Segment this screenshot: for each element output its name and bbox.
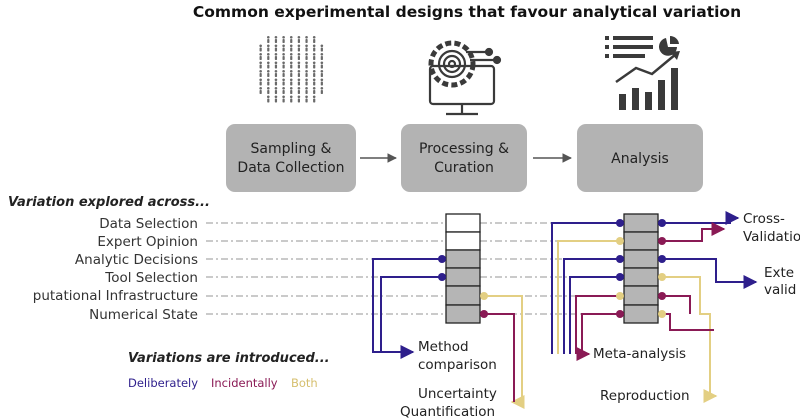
external-validation-links bbox=[662, 258, 758, 289]
stage-processing-line1: Processing & bbox=[419, 141, 509, 157]
row-label-analytic-decisions: Analytic Decisions bbox=[75, 252, 198, 268]
outcome-method-comparison-line2: comparison bbox=[418, 357, 497, 373]
variation-row-labels: Data Selection Expert Opinion Analytic D… bbox=[33, 216, 198, 323]
stage-analysis: Analysis bbox=[577, 124, 703, 192]
processing-variation-column bbox=[445, 213, 481, 324]
outcome-cross-validation-line2: Validatio bbox=[743, 229, 800, 245]
legend: Variations are introduced... Deliberatel… bbox=[128, 351, 330, 390]
right-column-left-nodes bbox=[616, 219, 624, 318]
stage-analysis-label: Analysis bbox=[611, 151, 669, 167]
diagram-title: Common experimental designs that favour … bbox=[193, 3, 741, 21]
legend-both: Both bbox=[291, 376, 318, 390]
legend-deliberately: Deliberately bbox=[128, 376, 198, 390]
analytics-chart-icon bbox=[605, 35, 680, 110]
reproduction-links bbox=[662, 276, 718, 403]
uncertainty-links bbox=[484, 295, 525, 409]
stage-sampling-line1: Sampling & bbox=[251, 141, 332, 157]
stage-processing: Processing & Curation bbox=[401, 124, 527, 192]
row-label-expert-opinion: Expert Opinion bbox=[97, 234, 198, 250]
stage-sampling-line2: Data Collection bbox=[237, 160, 344, 176]
outcome-meta-analysis: Meta-analysis bbox=[593, 346, 686, 362]
row-label-computational-infrastructure: putational Infrastructure bbox=[33, 288, 198, 304]
row-label-numerical-state: Numerical State bbox=[89, 307, 198, 323]
outcome-cross-validation-line1: Cross- bbox=[743, 211, 785, 227]
node-tool-selection-left bbox=[438, 273, 446, 281]
row-label-tool-selection: Tool Selection bbox=[104, 270, 198, 286]
gear-monitor-icon bbox=[428, 40, 502, 116]
legend-heading: Variations are introduced... bbox=[128, 351, 330, 366]
stage-sampling: Sampling & Data Collection bbox=[226, 124, 356, 192]
legend-incidentally: Incidentally bbox=[211, 376, 278, 390]
analysis-variation-column bbox=[623, 213, 659, 324]
row-label-data-selection: Data Selection bbox=[99, 216, 198, 232]
cross-validation-links bbox=[662, 211, 740, 242]
row-guide-lines bbox=[206, 222, 624, 315]
node-infrastructure-left bbox=[480, 292, 488, 300]
outcome-external-validation-line2: valid bbox=[764, 282, 796, 298]
stage-processing-line2: Curation bbox=[434, 160, 494, 176]
outcome-method-comparison-line1: Method bbox=[418, 339, 469, 355]
outcome-reproduction: Reproduction bbox=[600, 388, 690, 404]
method-comparison-links bbox=[372, 258, 442, 359]
outcome-uncertainty-line1: Uncertainty bbox=[418, 386, 497, 402]
outcome-uncertainty-line2: Quantification bbox=[400, 404, 495, 419]
node-analytic-decisions-left bbox=[438, 255, 446, 263]
right-column-right-nodes bbox=[658, 219, 666, 318]
variation-heading: Variation explored across... bbox=[8, 195, 210, 210]
node-numerical-left bbox=[480, 310, 488, 318]
meta-analysis-links bbox=[551, 222, 620, 361]
outcome-external-validation-line1: Exte bbox=[764, 265, 794, 281]
crowd-icon bbox=[259, 36, 324, 103]
